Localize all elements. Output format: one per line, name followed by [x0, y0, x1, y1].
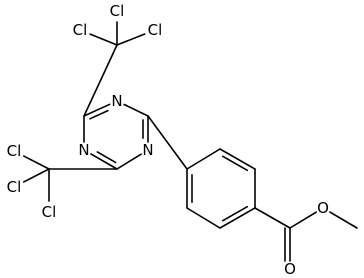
- atom-label-cl-6: Cl: [42, 203, 57, 221]
- double-bond-8: [90, 153, 118, 170]
- single-bond-1: [89, 33, 118, 46]
- atom-label-cl-3: Cl: [148, 21, 163, 39]
- single-bond-19: [186, 207, 221, 229]
- bond-layer: [22, 21, 358, 262]
- double-bond-inner-8: [96, 151, 117, 164]
- single-bond-23: [289, 211, 317, 229]
- atom-label-cl-2: Cl: [73, 21, 88, 39]
- double-bond-4: [83, 103, 111, 117]
- single-bond-14: [147, 115, 188, 170]
- double-bond-inner-16: [221, 155, 249, 172]
- double-bond-18: [219, 207, 256, 229]
- single-bond-12: [22, 168, 50, 183]
- single-bond-21: [254, 207, 291, 229]
- single-bond-11: [22, 155, 50, 170]
- atom-label-o-ester: O: [317, 199, 329, 217]
- single-bond-15: [186, 148, 221, 170]
- atom-label-n-left: N: [78, 141, 89, 159]
- atom-label-cl-1: Cl: [110, 2, 125, 20]
- single-bond-5: [123, 103, 149, 117]
- double-bond-inner-18: [221, 205, 249, 222]
- single-bond-7: [116, 153, 142, 170]
- atom-label-n-top: N: [111, 92, 122, 110]
- single-bond-3: [83, 44, 118, 117]
- atom-label-cl-4: Cl: [7, 142, 22, 160]
- atom-label-n-bottom: N: [142, 141, 153, 159]
- double-bond-16: [219, 148, 256, 170]
- double-bond-inner-4: [89, 109, 109, 120]
- single-bond-2: [116, 33, 146, 46]
- atom-label-o-carbonyl: O: [284, 260, 296, 278]
- atom-label-cl-5: Cl: [7, 178, 22, 196]
- single-bond-24: [329, 211, 358, 229]
